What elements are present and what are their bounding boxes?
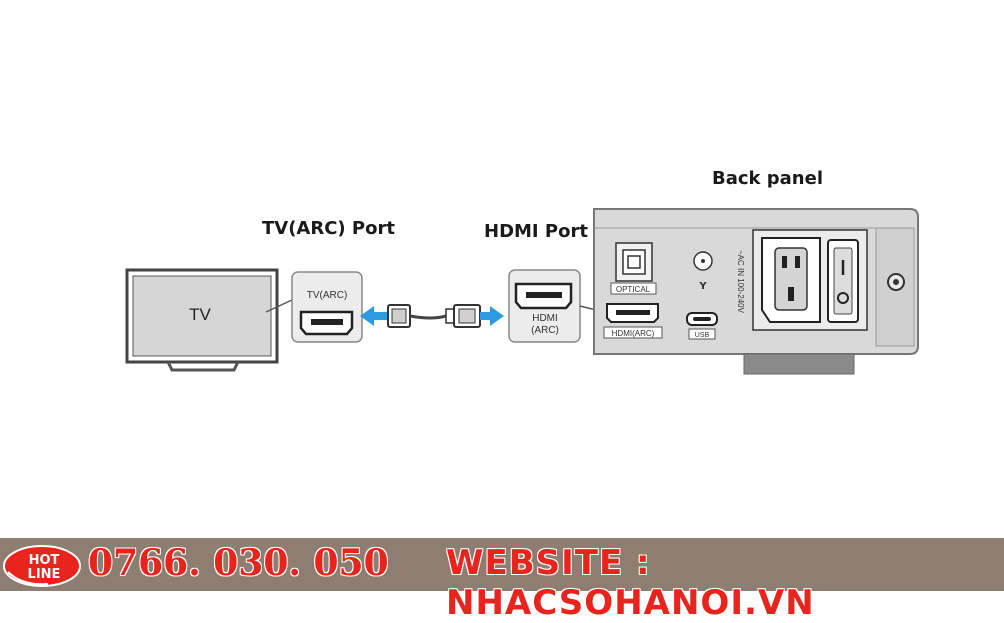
tv-illustration: TV xyxy=(125,268,293,372)
hotline-badge-top: HOT xyxy=(29,553,60,568)
tv-arc-socket: TV(ARC) xyxy=(291,271,363,343)
hotline-badge-bottom: LINE xyxy=(28,567,61,582)
hdmi-socket-label-line2: (ARC) xyxy=(531,325,559,336)
hdmi-arc-label: HDMI(ARC) xyxy=(612,329,655,338)
optical-label: OPTICAL xyxy=(616,285,651,294)
footer-banner: HOT LINE 0766. 030. 050 WEBSITE : NHACSO… xyxy=(0,538,1004,623)
connection-diagram: TV TV(ARC) HDMI (ARC) xyxy=(125,168,919,375)
diagram-canvas: TV TV(ARC) HDMI (ARC) xyxy=(125,208,919,375)
hotline-number: 0766. 030. 050 xyxy=(88,542,389,584)
website-text: WEBSITE : NHACSOHANOI.VN xyxy=(446,543,815,623)
tv-arc-port-title: TV(ARC) Port xyxy=(262,218,395,239)
ac-in-label: ~AC IN 100-240V xyxy=(736,250,745,314)
hotline-badge-icon: HOT LINE xyxy=(3,545,81,587)
tv-arc-socket-label: TV(ARC) xyxy=(307,290,348,301)
antenna-icon: Y xyxy=(698,281,707,292)
hdmi-socket-label-line1: HDMI xyxy=(532,313,558,324)
back-panel-title: Back panel xyxy=(712,168,823,189)
hdmi-port-title: HDMI Port xyxy=(484,221,588,242)
hdmi-cable xyxy=(360,304,504,328)
tv-label: TV xyxy=(189,305,211,324)
hdmi-socket: HDMI (ARC) xyxy=(508,269,605,343)
back-panel: OPTICAL Y HDMI(ARC) USB ~AC IN 100-240V xyxy=(593,208,919,375)
usb-label: USB xyxy=(695,332,710,339)
